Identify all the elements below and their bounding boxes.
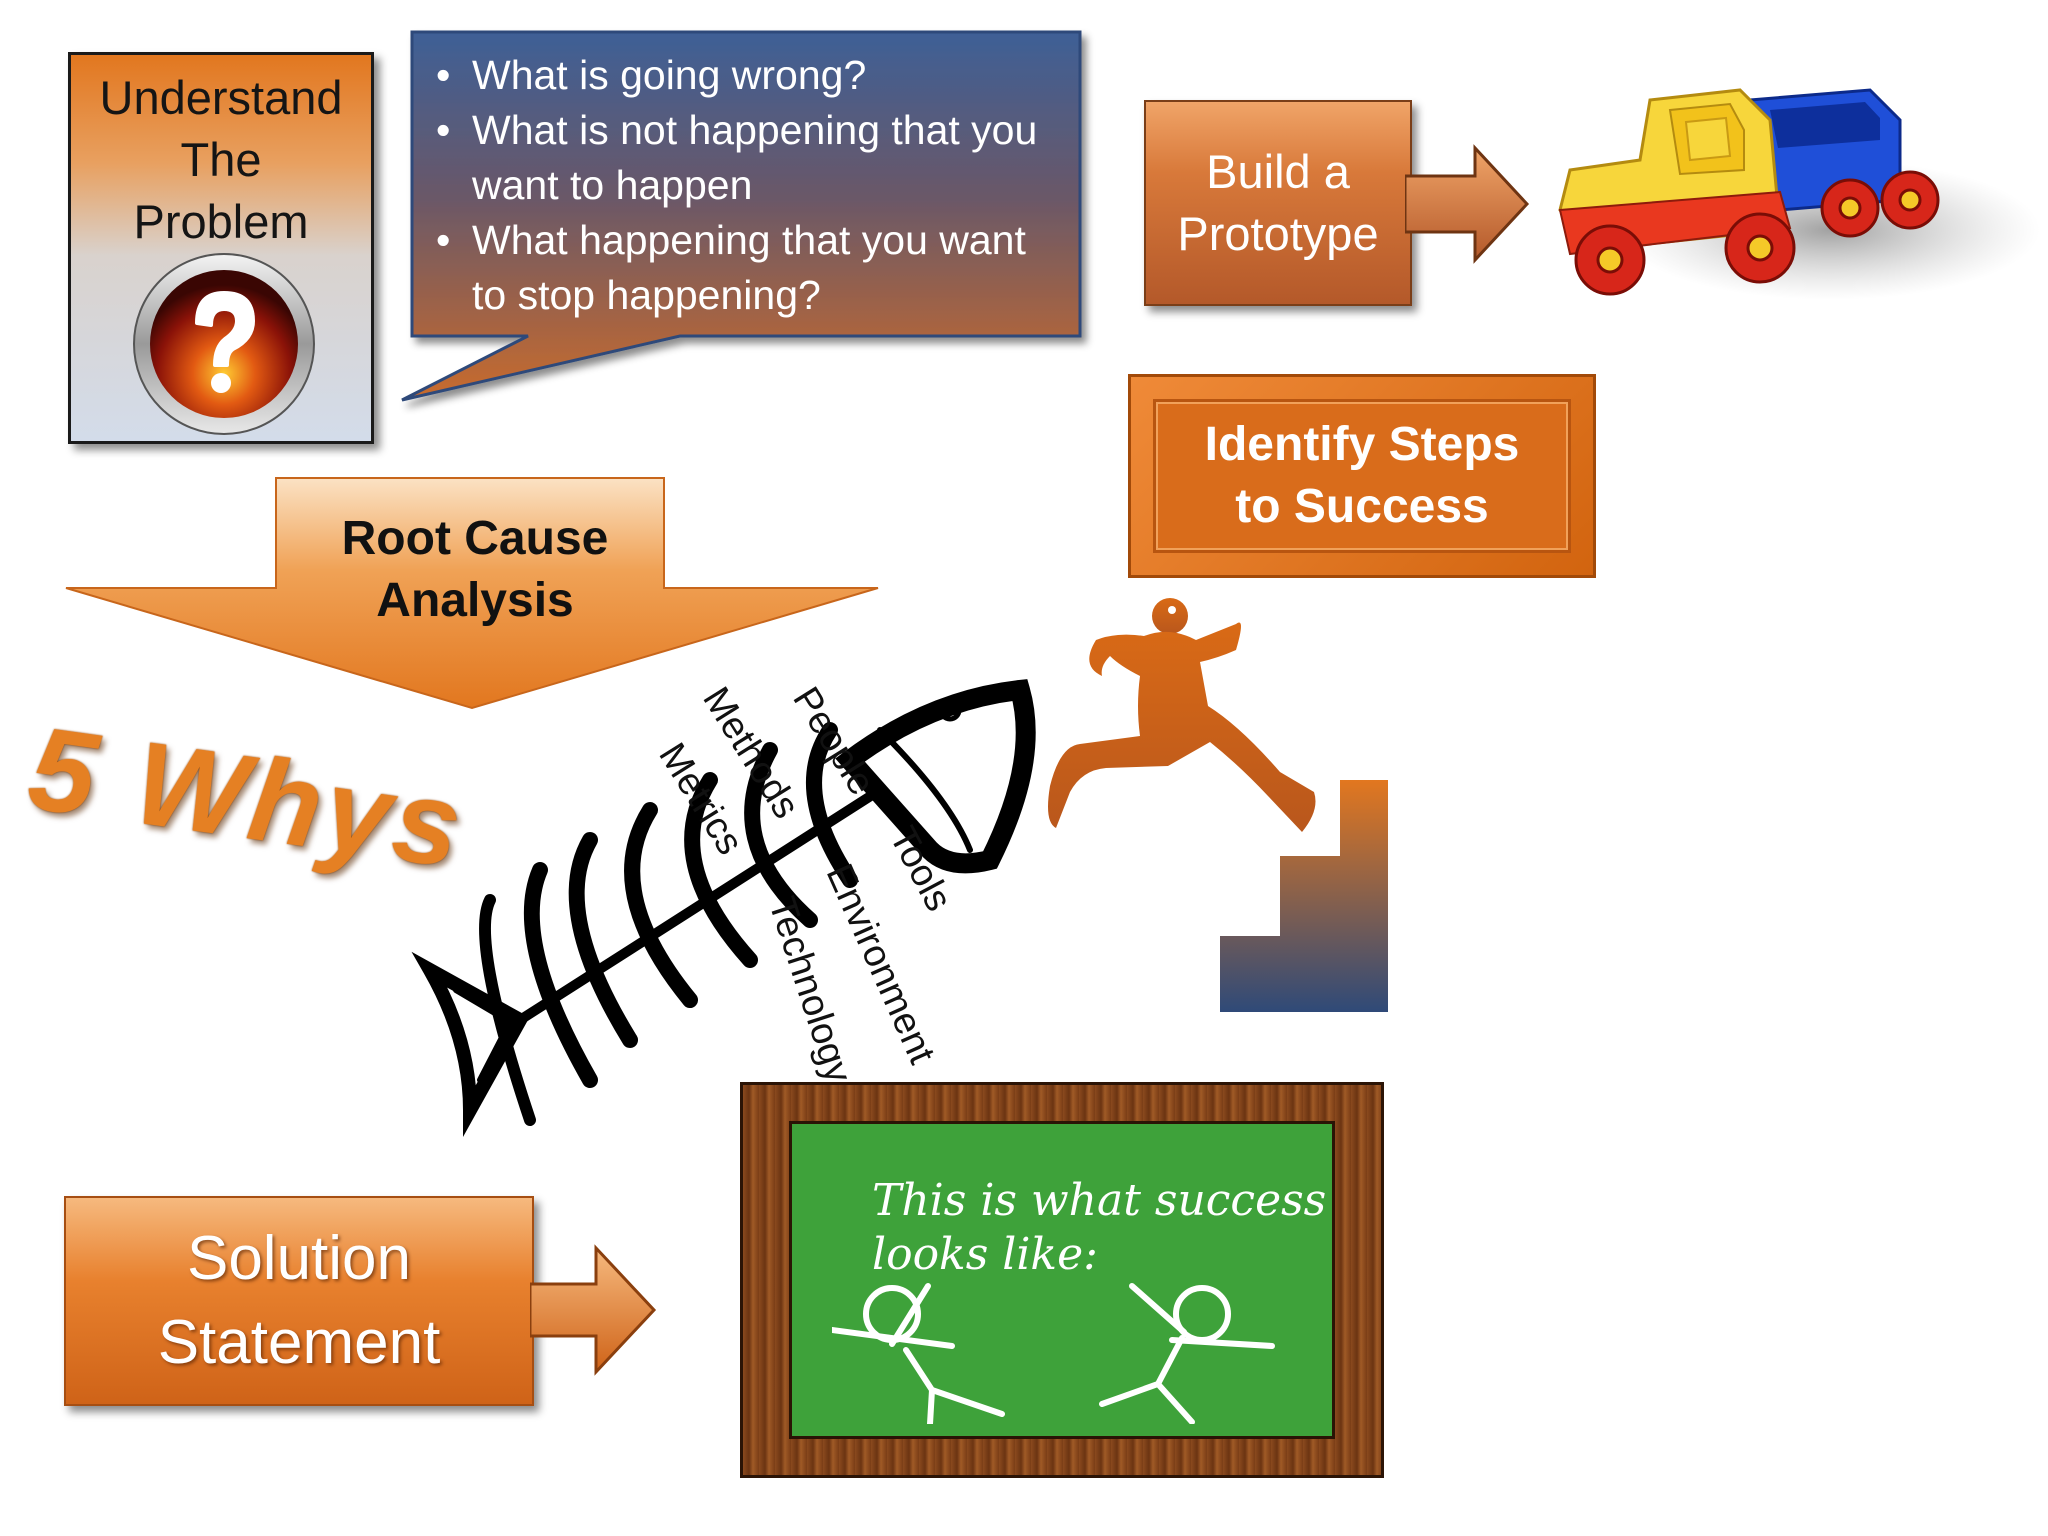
fishbone-icon <box>411 679 1036 1137</box>
question-mark-icon <box>133 253 315 435</box>
bubble-item-1: What is going wrong? <box>430 48 1070 103</box>
root-cause-line-1: Root Cause <box>341 512 609 565</box>
chalkboard-text: This is what success looks like: <box>872 1174 1352 1282</box>
bubble-item-3: What happening that you want to stop hap… <box>430 213 1070 323</box>
solution-arrow-icon <box>530 1244 657 1376</box>
prototype-line-1: Build a <box>1206 145 1350 198</box>
steps-line-1: Identify Steps <box>1204 418 1520 471</box>
build-prototype-box: Build a Prototype <box>1144 100 1412 306</box>
chalkboard-line-2: looks like: <box>872 1229 1098 1280</box>
stick-figures-icon <box>832 1283 1275 1424</box>
bubble-item-2: What is not happening that you want to h… <box>430 103 1070 213</box>
identify-steps-inner: Identify Steps to Success <box>1153 399 1571 553</box>
prototype-arrow-icon <box>1405 144 1530 264</box>
prototype-line-2: Prototype <box>1177 207 1379 260</box>
chalkboard-line-1: This is what success <box>872 1175 1327 1226</box>
root-cause-arrow <box>65 477 879 710</box>
solution-line-2: Statement <box>157 1308 441 1377</box>
toy-truck-icon <box>1558 88 2040 300</box>
understand-problem-title: Understand The Problem <box>71 67 371 253</box>
root-cause-line-2: Analysis <box>376 574 574 627</box>
understand-line-1: Understand <box>99 71 343 124</box>
understand-problem-box: Understand The Problem <box>68 52 374 444</box>
five-whys-label: 5 Whys <box>21 701 473 894</box>
identify-steps-box: Identify Steps to Success <box>1128 374 1596 578</box>
understand-line-3: Problem <box>133 195 309 248</box>
person-climbing-stairs-icon <box>1048 598 1388 1012</box>
understand-line-2: The <box>180 133 262 186</box>
chalkboard-surface: This is what success looks like: <box>789 1121 1335 1439</box>
solution-statement-box: Solution Statement <box>64 1196 534 1406</box>
chalkboard: This is what success looks like: <box>740 1082 1384 1478</box>
solution-line-1: Solution <box>186 1224 412 1293</box>
root-cause-analysis-label: Root Cause Analysis <box>285 500 665 640</box>
steps-line-2: to Success <box>1235 480 1489 533</box>
bubble-question-list: What is going wrong? What is not happeni… <box>430 48 1070 323</box>
